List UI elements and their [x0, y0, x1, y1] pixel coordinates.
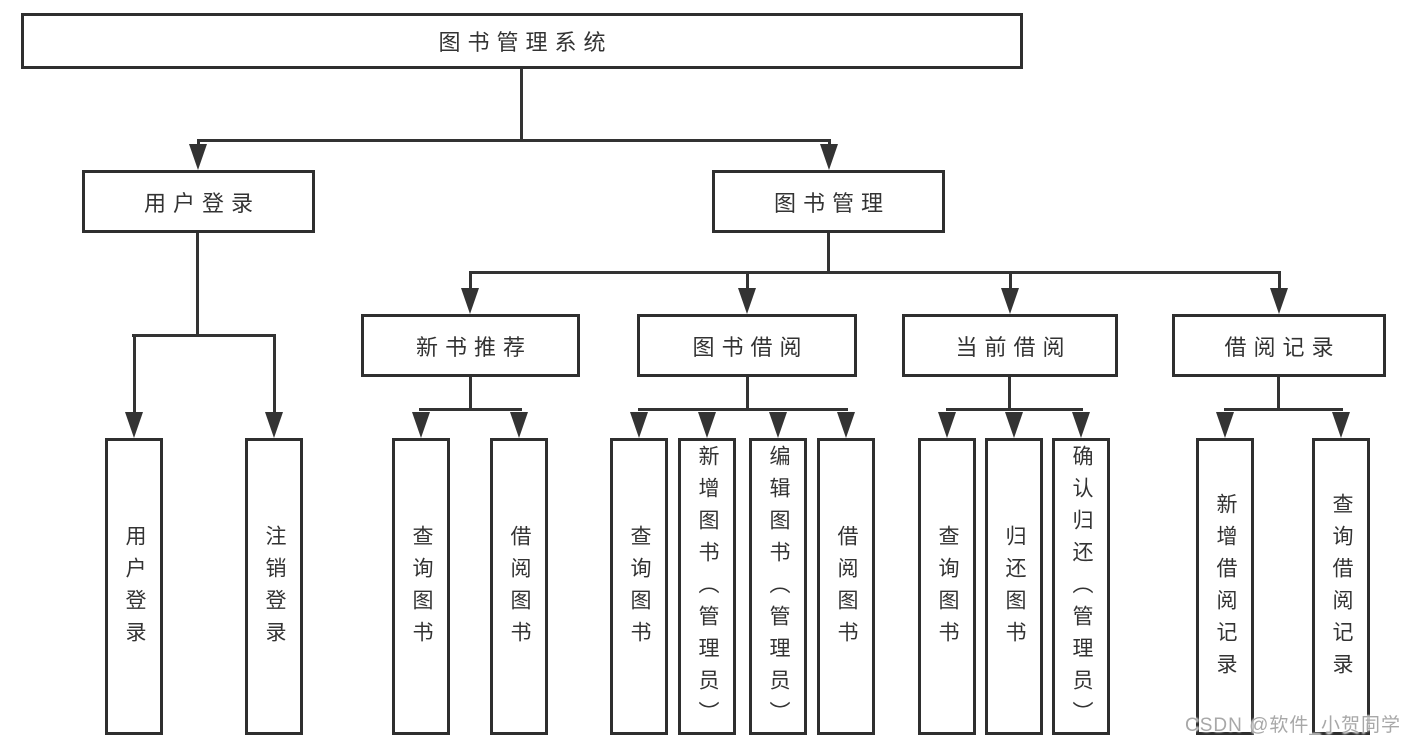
- node-new-book-recommend: 新书推荐: [361, 314, 580, 377]
- arrow-down-icon: [1001, 288, 1019, 314]
- leaf-add-borrow-record: 新增借阅记录: [1196, 438, 1254, 735]
- arrow-down-icon: [412, 412, 430, 438]
- leaf-borrow-book-recommend: 借阅图书: [490, 438, 548, 735]
- arrow-down-icon: [738, 288, 756, 314]
- node-library-management-system: 图书管理系统: [21, 13, 1023, 69]
- arrow-down-icon: [189, 144, 207, 170]
- arrow-down-icon: [510, 412, 528, 438]
- connector-book-borrow-stem: [746, 377, 749, 410]
- connector-user-login-bar: [132, 334, 276, 337]
- connector-root-bar: [197, 139, 831, 142]
- connector-book-management-stem: [827, 233, 830, 274]
- node-user-login: 用户登录: [82, 170, 315, 233]
- connector-drop-leaf-logout: [273, 336, 276, 414]
- leaf-user-login: 用户登录: [105, 438, 163, 735]
- arrow-down-icon: [837, 412, 855, 438]
- arrow-down-icon: [820, 144, 838, 170]
- csdn-watermark: CSDN @软件_小贺同学: [1185, 715, 1401, 736]
- connector-current-borrow-bar: [946, 408, 1083, 411]
- connector-root-stem: [520, 69, 523, 141]
- connector-new-book-stem: [469, 377, 472, 410]
- connector-book-management-bar: [469, 271, 1281, 274]
- arrow-down-icon: [630, 412, 648, 438]
- leaf-add-book-admin: 新增图书（管理员）: [678, 438, 736, 735]
- arrow-down-icon: [265, 412, 283, 438]
- arrow-down-icon: [938, 412, 956, 438]
- leaf-return-book: 归还图书: [985, 438, 1043, 735]
- arrow-down-icon: [125, 412, 143, 438]
- leaf-confirm-return-admin: 确认归还（管理员）: [1052, 438, 1110, 735]
- node-book-borrow: 图书借阅: [637, 314, 857, 377]
- connector-current-borrow-stem: [1008, 377, 1011, 410]
- connector-book-borrow-bar: [638, 408, 848, 411]
- arrow-down-icon: [1005, 412, 1023, 438]
- node-book-management: 图书管理: [712, 170, 945, 233]
- connector-borrow-record-bar: [1224, 408, 1343, 411]
- connector-drop-new-book: [469, 273, 472, 290]
- arrow-down-icon: [698, 412, 716, 438]
- node-current-borrow: 当前借阅: [902, 314, 1118, 377]
- connector-drop-current-borrow: [1009, 273, 1012, 290]
- leaf-query-book-borrow: 查询图书: [610, 438, 668, 735]
- leaf-logout: 注销登录: [245, 438, 303, 735]
- leaf-query-book-recommend: 查询图书: [392, 438, 450, 735]
- leaf-edit-book-admin: 编辑图书（管理员）: [749, 438, 807, 735]
- node-borrow-record: 借阅记录: [1172, 314, 1386, 377]
- arrow-down-icon: [769, 412, 787, 438]
- connector-drop-leaf-user-login: [133, 336, 136, 414]
- connector-drop-book-borrow: [746, 273, 749, 290]
- arrow-down-icon: [1216, 412, 1234, 438]
- connector-new-book-bar: [419, 408, 522, 411]
- leaf-query-borrow-record: 查询借阅记录: [1312, 438, 1370, 735]
- leaf-query-book-current: 查询图书: [918, 438, 976, 735]
- connector-drop-borrow-record: [1278, 273, 1281, 290]
- connector-borrow-record-stem: [1277, 377, 1280, 410]
- arrow-down-icon: [461, 288, 479, 314]
- arrow-down-icon: [1270, 288, 1288, 314]
- arrow-down-icon: [1332, 412, 1350, 438]
- leaf-borrow-book: 借阅图书: [817, 438, 875, 735]
- arrow-down-icon: [1072, 412, 1090, 438]
- connector-user-login-stem: [196, 233, 199, 337]
